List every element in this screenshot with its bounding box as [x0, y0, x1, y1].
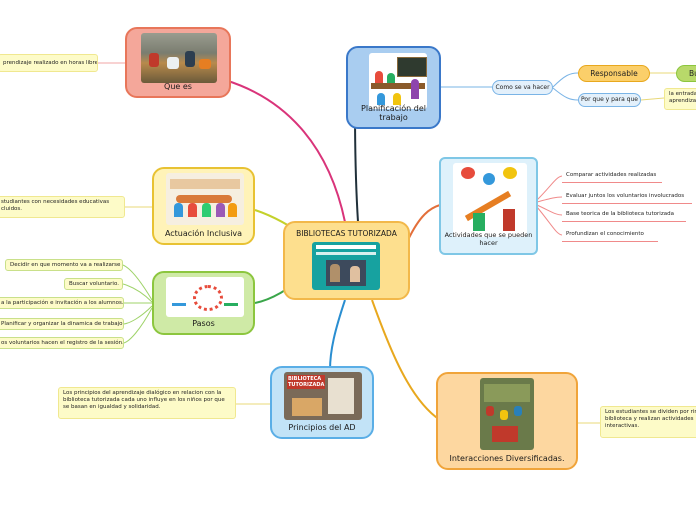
responsable-pill[interactable]: Responsable [578, 65, 650, 82]
pasos-leaf-4[interactable]: Planificar y organizar la dinamica de tr… [0, 318, 124, 330]
node-planificacion[interactable]: Planificación del trabajo [346, 46, 441, 129]
interacciones-image [480, 378, 534, 450]
node-title: Actuación Inclusiva [164, 229, 243, 238]
classroom-image [141, 33, 217, 83]
node-actuacion[interactable]: Actuación Inclusiva [152, 167, 255, 245]
center-title: BIBLIOTECAS TUTORIZADA [296, 229, 397, 238]
principios-image: BIBLIOTECA TUTORIZADA [284, 372, 362, 420]
node-title: Pasos [192, 319, 215, 328]
teacher-students-image [369, 53, 427, 109]
por-que-para-que[interactable]: Por que y para que [578, 93, 641, 107]
responsable-child-pill[interactable]: Bu [676, 65, 696, 82]
node-principios[interactable]: BIBLIOTECA TUTORIZADA Principios del AD [270, 366, 374, 439]
interacciones-leaf[interactable]: Los estudiantes se dividen por rin bibli… [600, 406, 696, 438]
pasos-leaf-2[interactable]: Buscar voluntario. [64, 278, 123, 290]
inclusive-class-image [166, 173, 244, 225]
node-title: Planificación del trabajo [361, 104, 426, 122]
actividades-leaf-1[interactable]: Comparar actividades realizadas [562, 170, 662, 183]
pasos-leaf-5[interactable]: os voluntarios hacen el registro de la s… [0, 337, 124, 349]
node-interacciones[interactable]: Interacciones Diversificadas. [436, 372, 578, 470]
center-image [312, 242, 380, 290]
node-que-es[interactable]: Que es [125, 27, 231, 98]
node-pasos[interactable]: Pasos [152, 271, 255, 335]
node-center[interactable]: BIBLIOTECAS TUTORIZADA [283, 221, 410, 300]
principios-leaf[interactable]: Los principios del aprendizaje dialógico… [58, 387, 236, 419]
por-que-leaf[interactable]: la entrada aprendiza [664, 88, 696, 110]
pasos-leaf-1[interactable]: Decidir en que momento va a realizarse [5, 259, 123, 271]
node-title: Que es [164, 82, 192, 91]
actividades-leaf-4[interactable]: Profundizan el conocimiento [562, 229, 658, 242]
node-title: Actividades que se pueden hacer [444, 231, 533, 247]
como-se-va-hacer[interactable]: Como se va hacer [492, 80, 553, 95]
node-title: Principios del AD [288, 423, 356, 432]
actuacion-leaf[interactable]: studiantes con necesidades educativas cl… [0, 196, 125, 218]
steps-circle-image [166, 277, 244, 317]
node-actividades[interactable]: Actividades que se pueden hacer [439, 157, 538, 255]
activities-image [453, 163, 527, 237]
actividades-leaf-2[interactable]: Evaluar juntos los voluntarios involucra… [562, 191, 692, 204]
pasos-leaf-3[interactable]: a la participación e invitación a los al… [0, 297, 124, 309]
node-title: Interacciones Diversificadas. [449, 454, 565, 463]
que-es-leaf[interactable]: prendizaje realizado en horas libres [0, 54, 98, 72]
principios-pic-text: BIBLIOTECA TUTORIZADA [287, 375, 325, 389]
actividades-leaf-3[interactable]: Base teorica de la biblioteca tutorizada [562, 209, 686, 222]
